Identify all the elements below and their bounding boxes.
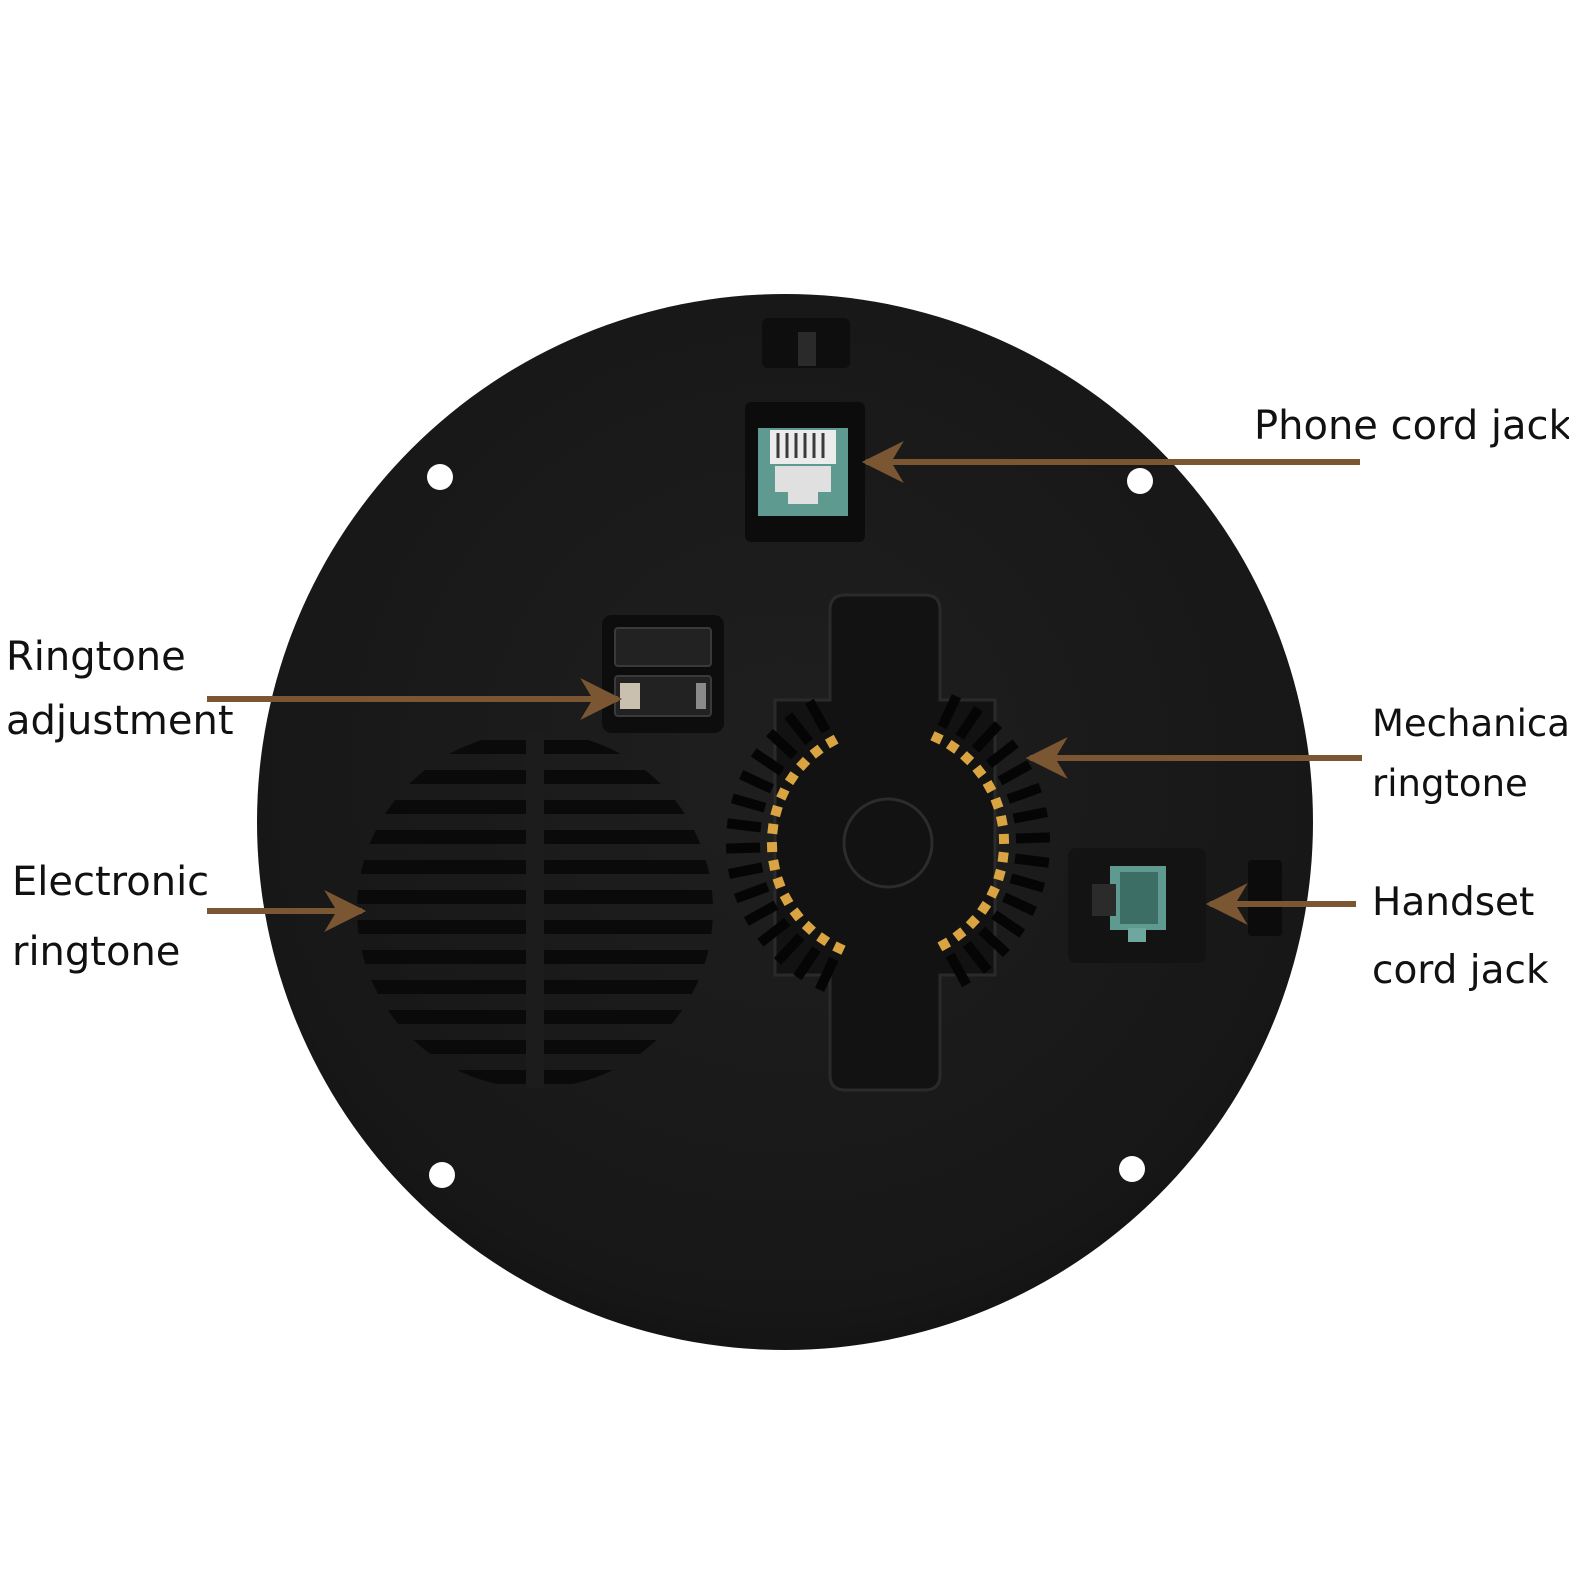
bell-fin: [991, 910, 1026, 938]
bell-pin: [982, 779, 997, 794]
bell-pin: [977, 900, 992, 915]
label-ringtone-adjustment-line2: adjustment: [6, 698, 234, 744]
label-phone-cord-jack-text: Phone cord jack: [1254, 403, 1569, 449]
label-ringtone-adjustment-line1: Ringtone: [6, 634, 186, 680]
bell-pin: [776, 787, 790, 801]
bell-pin: [832, 941, 846, 955]
screw-hole-top-left: [427, 464, 453, 490]
bell-fin: [945, 952, 971, 988]
bell-fin: [1001, 892, 1037, 916]
bell-pin: [952, 927, 967, 942]
bell-pin: [998, 833, 1010, 845]
bell-fin: [978, 926, 1010, 958]
bell-fin: [805, 698, 831, 734]
bell-fin: [815, 956, 839, 992]
bell-pin: [997, 851, 1009, 863]
bell-pin: [784, 771, 799, 786]
bell-fin: [725, 842, 761, 854]
bell-fin: [997, 760, 1033, 786]
screw-hole-top-right: [1127, 468, 1153, 494]
mechanical-bell-icon: [725, 593, 1051, 1092]
bell-pin: [809, 744, 824, 759]
bell-pin: [767, 823, 779, 835]
screw-hole-bottom-right: [1119, 1156, 1145, 1182]
label-mechanical-ringtone: Mechanical ringtone: [1372, 694, 1569, 814]
label-handset-cord-jack-line1: Handset: [1372, 880, 1535, 925]
label-mechanical-ringtone-line1: Mechanical: [1372, 702, 1569, 745]
bell-fin: [1015, 832, 1051, 844]
bell-pin: [824, 734, 839, 749]
bell-pin: [986, 885, 1000, 899]
bell-pin: [801, 920, 816, 935]
bell-pin: [779, 892, 794, 907]
bell-pin: [796, 756, 811, 771]
bell-pin: [945, 739, 960, 754]
bell-fin: [955, 705, 983, 740]
bell-fin: [937, 694, 961, 730]
bell-fin: [784, 712, 814, 746]
label-electronic-ringtone: Electronic ringtone: [12, 847, 209, 987]
bell-fin: [962, 940, 992, 974]
bell-fin: [730, 793, 767, 813]
bell-fin: [1009, 873, 1046, 893]
bell-pin: [965, 915, 980, 930]
bell-pin: [937, 937, 952, 952]
bell-fin: [1006, 782, 1042, 804]
label-handset-cord-jack-line2: cord jack: [1372, 948, 1549, 993]
label-phone-cord-jack: Phone cord jack: [1254, 394, 1569, 458]
bell-fin: [1012, 807, 1048, 824]
bell-pin: [930, 731, 944, 745]
label-electronic-ringtone-line2: ringtone: [12, 929, 181, 975]
label-handset-cord-jack: Handset cord jack: [1372, 869, 1549, 1005]
bell-fin: [726, 818, 762, 833]
phone-cord-jack-icon: [745, 402, 865, 542]
bell-fin: [739, 770, 775, 794]
ringtone-switch-icon: [602, 615, 724, 733]
label-ringtone-adjustment: Ringtone adjustment: [6, 625, 234, 753]
bell-pin: [768, 859, 780, 871]
bell-fin: [734, 882, 770, 904]
bell-fin: [750, 748, 785, 776]
bell-pin: [960, 751, 975, 766]
bell-pin: [770, 804, 783, 818]
bell-pin: [789, 907, 804, 922]
bell-fin: [773, 933, 805, 965]
bell-pin: [996, 815, 1008, 827]
handset-cord-jack-icon: [1068, 848, 1282, 963]
bell-fin: [728, 862, 764, 879]
bell-pin: [990, 796, 1004, 810]
bell-fin: [1014, 853, 1050, 868]
bell-fin: [971, 721, 1003, 753]
bell-pin: [993, 868, 1006, 882]
bell-fin: [766, 728, 798, 760]
bell-pin: [816, 932, 831, 947]
bell-pin: [772, 876, 786, 890]
bell-fin: [743, 900, 779, 926]
bell-fin: [985, 739, 1019, 769]
screw-hole-bottom-left: [429, 1162, 455, 1188]
bell-pin: [766, 841, 778, 853]
bell-fin: [793, 946, 821, 981]
bell-fin: [757, 917, 791, 947]
label-mechanical-ringtone-line2: ringtone: [1372, 762, 1528, 805]
bell-pin: [972, 764, 987, 779]
label-electronic-ringtone-line1: Electronic: [12, 859, 210, 905]
